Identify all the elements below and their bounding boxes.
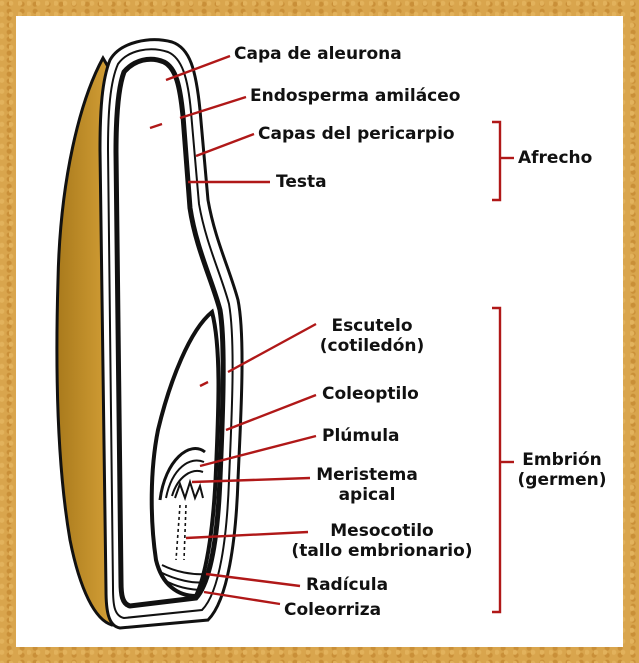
label-testa: Testa bbox=[276, 172, 327, 193]
label-pericarpio: Capas del pericarpio bbox=[258, 124, 455, 145]
label-mesocotilo-sub: (tallo embrionario) bbox=[282, 541, 482, 562]
label-coleorriza: Coleorriza bbox=[284, 600, 381, 621]
label-afrecho: Afrecho bbox=[518, 148, 592, 169]
label-endosperma: Endosperma amiláceo bbox=[250, 86, 460, 107]
label-radicula: Radícula bbox=[306, 575, 388, 596]
label-escutelo: Escutelo bbox=[312, 316, 432, 337]
label-meristema-sub: apical bbox=[310, 485, 424, 506]
label-coleoptilo: Coleoptilo bbox=[322, 384, 419, 405]
label-mesocotilo: Mesocotilo bbox=[290, 521, 474, 542]
label-meristema: Meristema bbox=[310, 465, 424, 486]
label-plumula: Plúmula bbox=[322, 426, 400, 447]
label-embrion: Embrión bbox=[512, 450, 612, 471]
label-embrion-sub: (germen) bbox=[512, 470, 612, 491]
label-escutelo-sub: (cotiledón) bbox=[312, 336, 432, 357]
label-capa-aleurona: Capa de aleurona bbox=[234, 44, 402, 65]
